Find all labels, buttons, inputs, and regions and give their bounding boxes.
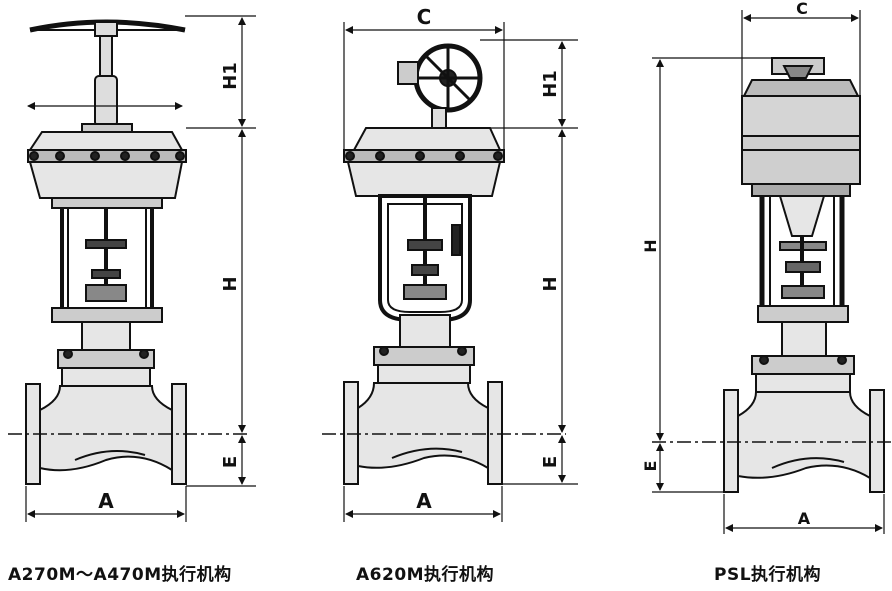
valve-body [723,389,885,493]
dim-label-h: H [641,239,660,252]
dim-label-h: H [540,276,561,291]
caption-a620m: A620M执行机构 [356,565,495,585]
bonnet [57,321,155,387]
dim-label-a: A [416,489,432,513]
caption-a270m-a470m: A270M～A470M执行机构 [8,565,232,585]
caption-psl: PSL执行机构 [714,565,822,585]
valve-psl [723,57,885,493]
valve-body [343,381,503,485]
dimensions-a270m [25,15,256,522]
bonnet [751,321,855,393]
yoke [51,197,163,323]
dim-label-a: A [798,509,811,528]
dimensions-a620m [343,22,578,522]
dim-label-h: H [220,276,241,291]
dim-label-a: A [98,489,114,513]
psl-yoke [757,195,849,323]
bonnet [373,314,475,384]
dim-label-h1: H1 [220,62,241,90]
dim-label-e: E [220,456,241,468]
dim-label-e: E [540,456,561,468]
actuator-head [27,123,187,199]
valve-a620m [343,43,505,485]
valve-a270m-a470m [25,19,187,485]
dim-label-c: C [417,5,432,29]
dim-label-e: E [641,461,660,472]
dim-label-c: C [796,0,808,18]
actuator-head [343,127,505,197]
dim-label-h1: H1 [540,70,561,98]
dimensions-psl [652,10,885,534]
pipe-centerlines [8,433,892,443]
gear-handwheel-icon [397,43,483,129]
yoke [378,194,472,322]
handwheel-icon [29,19,186,127]
psl-actuator [741,57,861,197]
